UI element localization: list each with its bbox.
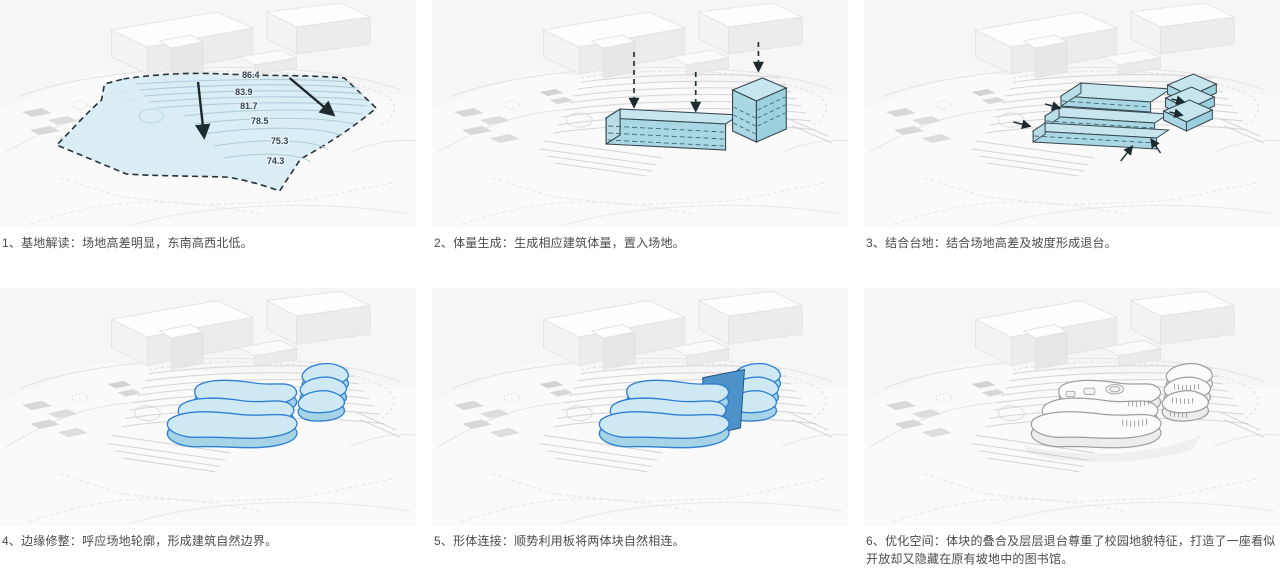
row-2: 4、边缘修整：呼应场地轮廓，形成建筑自然边界。	[0, 288, 1280, 568]
panel-6: 6、优化空间：体块的叠合及层层退台尊重了校园地貌特征，打造了一座看似开放却又隐藏…	[864, 288, 1280, 568]
panel-6-diagram	[864, 288, 1280, 527]
panel-3-diagram	[864, 0, 1280, 228]
panel-3-caption: 3、结合台地：结合场地高差及坡度形成退台。	[866, 236, 1117, 250]
wedge-floor-lines	[733, 96, 786, 135]
panel-4-image	[0, 288, 416, 527]
panel-2-diagram	[432, 0, 848, 228]
panel-6-image	[864, 288, 1280, 527]
panel-5: 5、形体连接：顺势利用板将两体块自然相连。	[432, 288, 848, 568]
panel-2-caption: 2、体量生成：生成相应建筑体量，置入场地。	[434, 236, 685, 250]
panel-3-image	[864, 0, 1280, 228]
row-1: 86.4 83.9 81.7 78.5 75.3 74.3 1、基地解读：场地高…	[0, 0, 1280, 252]
panel-4-diagram	[0, 288, 416, 527]
panel-5-image	[432, 288, 848, 527]
curved-plates-stack	[297, 363, 350, 423]
terraced-mass-floor-lines	[1034, 100, 1156, 144]
panel-2: 2、体量生成：生成相应建筑体量，置入场地。	[432, 0, 848, 252]
drop-arrows-icon	[628, 42, 764, 113]
panel-4-caption: 4、边缘修整：呼应场地轮廓，形成建筑自然边界。	[2, 534, 278, 549]
panel-2-image	[432, 0, 848, 228]
elevation-label: 83.9	[235, 87, 252, 97]
panel-4: 4、边缘修整：呼应场地轮廓，形成建筑自然边界。	[0, 288, 416, 568]
panel-1-caption: 1、基地解读：场地高差明显，东南高西北低。	[2, 236, 253, 250]
elevation-label: 86.4	[242, 70, 259, 80]
building-mass-bar	[604, 107, 742, 151]
slope-arrows-icon	[195, 77, 336, 140]
site-boundary-blue-area: 86.4 83.9 81.7 78.5 75.3 74.3	[55, 69, 378, 192]
elevation-label: 78.5	[251, 116, 268, 126]
panel-1-diagram: 86.4 83.9 81.7 78.5 75.3 74.3	[0, 0, 416, 228]
panel-6-caption: 6、优化空间：体块的叠合及层层退台尊重了校园地貌特征，打造了一座看似开放却又隐藏…	[866, 534, 1276, 566]
building-mass-wedge	[731, 77, 788, 143]
facade-louvers	[1122, 384, 1199, 428]
elevation-label: 74.3	[267, 156, 284, 166]
elevation-labels: 86.4 83.9 81.7 78.5 75.3 74.3	[234, 69, 290, 168]
bar-floor-lines	[608, 125, 724, 147]
rooftop-elements	[1065, 384, 1125, 398]
panel-5-caption: 5、形体连接：顺势利用板将两体块自然相连。	[434, 534, 685, 549]
final-building-stack	[1161, 363, 1213, 423]
panel-1-image: 86.4 83.9 81.7 78.5 75.3 74.3	[0, 0, 416, 228]
building-shadow	[1023, 434, 1203, 463]
contour-lines	[135, 78, 368, 163]
panel-3: 3、结合台地：结合场地高差及坡度形成退台。	[864, 0, 1280, 252]
elevation-label: 75.3	[271, 136, 288, 146]
step-arrows-icon	[1013, 95, 1186, 162]
panel-5-diagram	[432, 288, 848, 527]
terraced-mass	[1031, 82, 1173, 150]
elevation-label: 81.7	[240, 101, 257, 111]
panel-1: 86.4 83.9 81.7 78.5 75.3 74.3 1、基地解读：场地高…	[0, 0, 416, 252]
